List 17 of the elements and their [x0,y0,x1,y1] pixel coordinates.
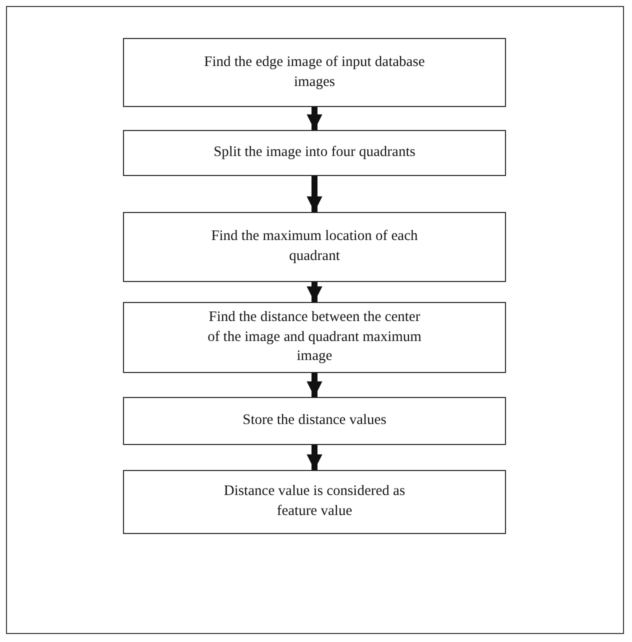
arrow [306,445,322,470]
step-text: Store the distance values [242,411,386,430]
arrow [306,107,322,130]
arrow [306,282,322,302]
step-text: Find the edge image of input database images [203,52,426,92]
step-text: Distance value is considered as feature value [222,482,406,521]
step-text: Find the distance between the center of the image and quadrant maximum image [206,308,422,366]
process-box [123,130,506,176]
step-text: Split the image into four quadrants [214,143,416,162]
process-box [123,212,506,282]
process-box [123,38,506,107]
process-box [123,470,506,534]
arrow [306,373,322,397]
step-text: Find the maximum location of each quadrant [210,227,419,266]
process-box [123,302,506,373]
process-box [123,397,506,445]
arrow [306,176,322,212]
